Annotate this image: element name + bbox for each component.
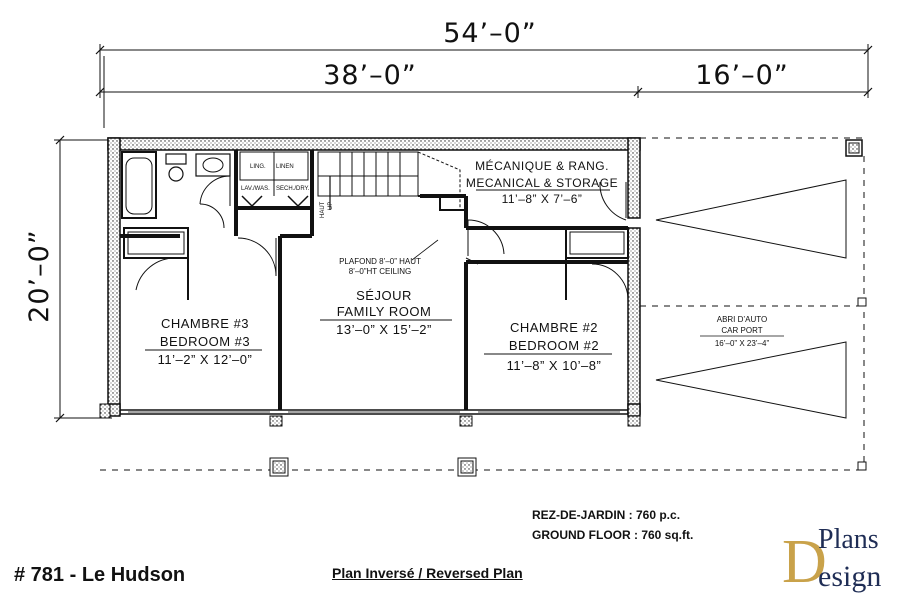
dim-main-width: 38’–0” bbox=[323, 60, 417, 91]
label-dryer: SECH./DRY. bbox=[276, 186, 310, 192]
bedroom2-size: 11’–8” X 10’–8” bbox=[507, 358, 602, 373]
bedroom3-name-en: BEDROOM #3 bbox=[160, 334, 250, 349]
stair bbox=[317, 151, 466, 211]
family-ceiling-fr: PLAFOND 8’–0” HAUT bbox=[339, 257, 421, 266]
label-stair-haut: HAUT bbox=[320, 201, 326, 218]
exterior-walls bbox=[99, 137, 863, 419]
family-name-en: FAMILY ROOM bbox=[337, 304, 432, 319]
carport-size: 16’–0” X 23’–4” bbox=[715, 339, 770, 348]
ground-floor-area-fr: REZ-DE-JARDIN : 760 p.c. bbox=[532, 508, 681, 522]
label-linen-en: LINEN bbox=[276, 164, 294, 170]
family-size: 13’–0” X 15’–2” bbox=[336, 322, 432, 337]
logo-word-esign: esign bbox=[818, 560, 881, 593]
mech-name-fr: MÉCANIQUE & RANG. bbox=[475, 158, 609, 173]
label-stair-up: UP bbox=[328, 202, 334, 210]
logo-letter-d: D bbox=[782, 528, 827, 594]
carport bbox=[100, 137, 868, 471]
plans-design-logo: D Plans esign bbox=[782, 524, 881, 594]
plan-number-title: # 781 - Le Hudson bbox=[14, 564, 186, 586]
dim-overall-width: 54’–0” bbox=[443, 18, 537, 49]
family-ceiling-en: 8’–0”HT CEILING bbox=[349, 267, 412, 276]
bedroom3-name-fr: CHAMBRE #3 bbox=[161, 316, 249, 331]
closets bbox=[123, 227, 629, 300]
doors bbox=[135, 181, 629, 301]
bathroom-fixtures bbox=[121, 151, 231, 219]
carport-name-en: CAR PORT bbox=[721, 326, 762, 335]
ground-floor-area-en: GROUND FLOOR : 760 sq.ft. bbox=[532, 528, 694, 542]
dim-depth: 20’–0” bbox=[24, 229, 55, 323]
family-name-fr: SÉJOUR bbox=[356, 288, 412, 303]
dimension-ticks bbox=[55, 45, 873, 423]
label-washer: LAV./WAS. bbox=[241, 186, 270, 192]
carport-name-fr: ABRI D’AUTO bbox=[717, 315, 768, 324]
mech-name-en: MECANICAL & STORAGE bbox=[466, 176, 618, 190]
mech-size: 11’–8” X 7’–6” bbox=[502, 192, 583, 206]
reversed-plan-link[interactable]: Plan Inversé / Reversed Plan bbox=[332, 565, 523, 581]
bedroom3-size: 11’–2” X 12’–0” bbox=[158, 352, 253, 367]
bedroom2-name-fr: CHAMBRE #2 bbox=[510, 320, 598, 335]
label-linen-fr: LING. bbox=[250, 164, 266, 170]
posts bbox=[269, 297, 867, 477]
laundry-area bbox=[239, 151, 309, 208]
front-wall-windows bbox=[120, 409, 628, 415]
bedroom2-name-en: BEDROOM #2 bbox=[509, 338, 599, 353]
dimension-lines bbox=[54, 44, 869, 419]
logo-word-plans: Plans bbox=[818, 524, 879, 555]
dim-carport-width: 16’–0” bbox=[695, 60, 789, 91]
